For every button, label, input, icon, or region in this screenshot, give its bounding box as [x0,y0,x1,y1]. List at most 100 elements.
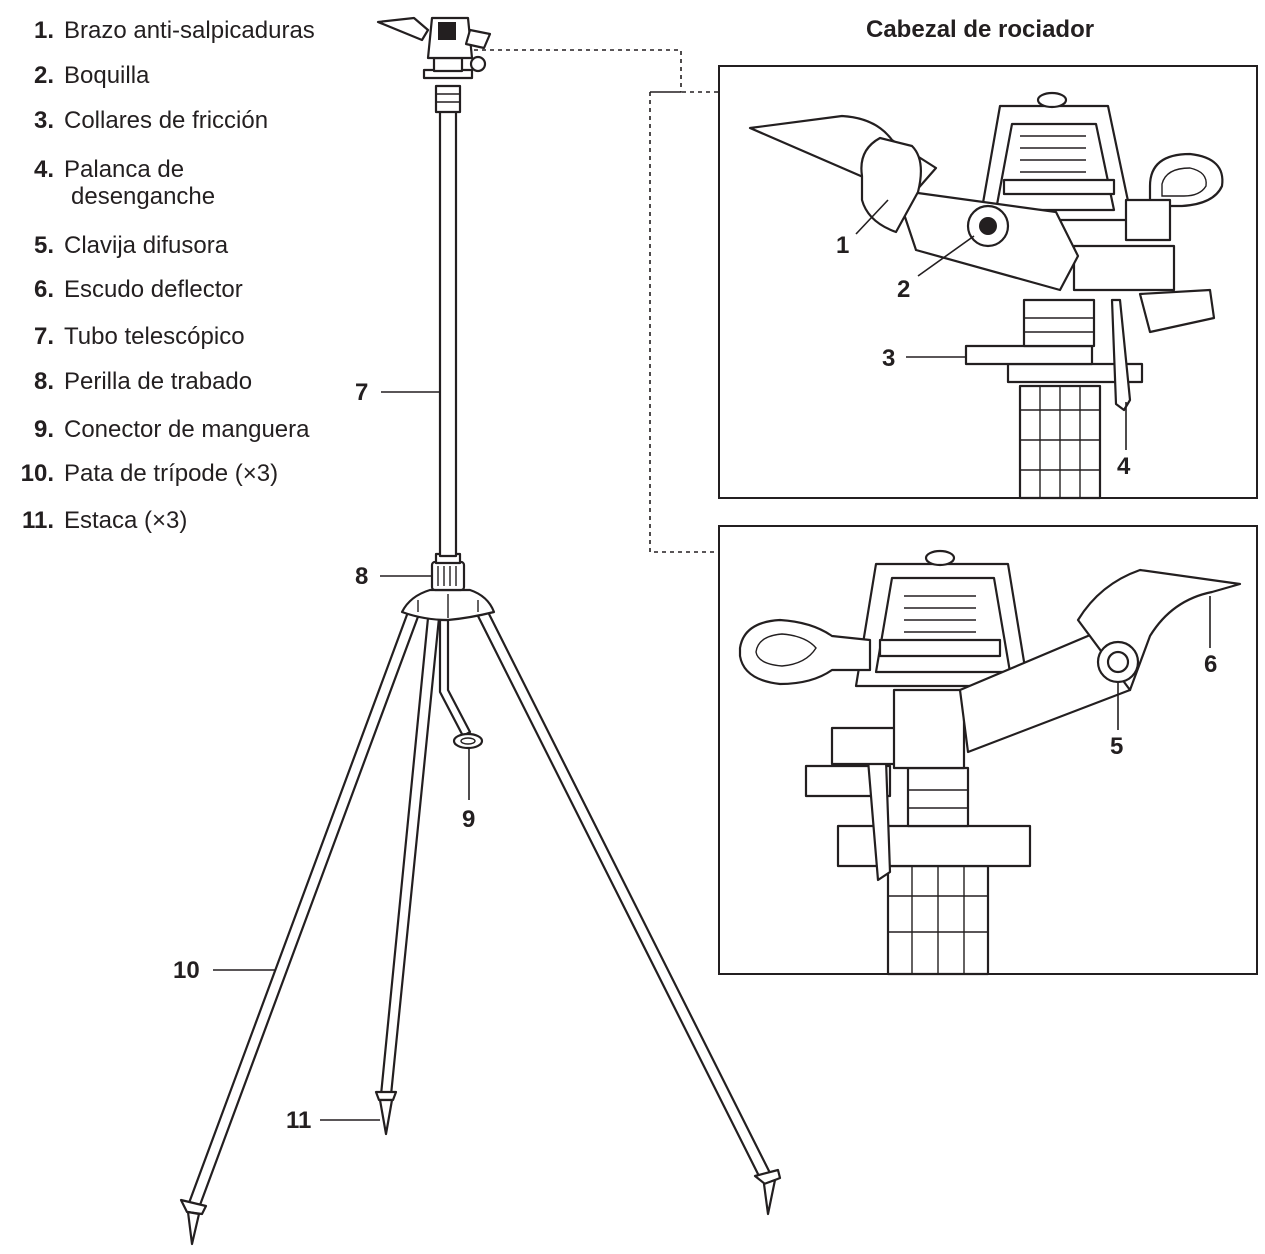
legend-item: 9. Conector de manguera [0,416,370,443]
arm-body [892,688,966,770]
head-lever [469,55,487,73]
counterweight-loop-inner [755,633,817,667]
trip-bracket [1138,288,1216,334]
legend-item: 2. Boquilla [0,62,370,89]
legend-label: Collares de fricción [64,107,269,134]
tripod-hub-detail [417,594,479,618]
hose-connector-opening [460,737,476,745]
threaded-riser-detail [888,866,988,974]
callout-6: 6 [1204,651,1217,678]
callout-10: 10 [173,957,200,984]
top-bearing-cap [1036,91,1068,109]
legend-item: 7. Tubo telescópico [0,323,370,350]
legend-item: 10. Pata de trípode (×3) [0,460,370,487]
legend-number: 10. [20,460,54,487]
legend-number: 11. [21,507,54,534]
bearing-housing-detail [1024,317,1094,333]
stake-left-spike [186,1210,201,1246]
release-lever [1110,298,1132,412]
tripod-leader-lines [213,391,470,1121]
callout-9: 9 [462,806,475,833]
callout-1: 1 [836,232,849,259]
legend-label: Escudo deflector [64,276,243,303]
callout-11: 11 [286,1107,311,1134]
bearing-housing-detail [908,789,968,809]
legend-number: 5. [33,232,54,259]
inlet-pipe [438,618,472,738]
legend-number: 3. [33,107,54,134]
head-frame-inner [874,576,1012,674]
inset-bottom-sprinkler-head [738,549,1242,976]
head-loop [464,28,492,50]
legend-number: 1. [33,17,54,44]
counterweight-loop [1148,152,1224,208]
legend-label: Perilla de trabado [64,368,253,395]
legend-label: Estaca (×3) [64,507,188,534]
head-splash-arm [376,16,430,42]
nozzle-orifice [979,217,997,235]
frame-spring [904,595,976,633]
legend-label: Tubo telescópico [64,323,245,350]
legend-label: Conector de manguera [64,416,310,443]
leader-line-2 [917,235,975,277]
leader-line-1 [855,199,889,235]
callout-2: 2 [897,276,910,303]
legend-item: 6. Escudo deflector [0,276,370,303]
head-frame-inner [994,122,1116,212]
legend-number: 7. [33,323,54,350]
legend-number: 6. [33,276,54,303]
legend-number: 9. [33,416,54,443]
legend-item: 1. Brazo anti-salpicaduras [0,17,370,44]
legend-number: 4. [33,156,54,183]
stake-left [179,1198,208,1216]
head-riser-threads [436,93,460,103]
legend-label: Palanca de [64,156,185,183]
locking-knob [430,560,466,592]
stake-middle [374,1090,398,1102]
head-riser [434,84,462,114]
legend-label: Clavija difusora [64,232,229,259]
friction-collar-upper [964,344,1094,366]
head-spring [438,22,456,40]
inset-title: Cabezal de rociador [866,16,1095,43]
callout-4: 4 [1117,453,1131,480]
tripod-sprinkler-head [376,16,492,114]
legend-item: 11. Estaca (×3) [0,507,370,534]
arm-bracket [1124,198,1172,242]
inset-top-panel: 1 2 3 4 [718,65,1258,500]
locking-knob-grip [437,566,457,586]
hose-connector [452,732,484,750]
top-bearing-cap [924,549,956,567]
bearing-housing [1022,298,1096,348]
legend-label-line2: desenganche [71,183,216,210]
legend-item: 8. Perilla de trabado [0,368,370,395]
frame-spring [1020,135,1086,185]
callout-7: 7 [355,379,368,406]
legend-item: 3. Collares de fricción [0,107,370,134]
side-mechanism [1072,244,1176,292]
legend-number: 8. [33,368,54,395]
inset-bottom-leader-lines [1117,596,1211,730]
callout-3: 3 [882,345,895,372]
telescopic-tube [438,108,458,558]
inset-bottom-panel: 5 6 [718,525,1258,976]
threaded-riser-detail [1020,386,1100,498]
diffuser-pin [1106,650,1130,674]
stakes [179,1090,782,1246]
callout-8: 8 [355,563,368,590]
bearing-housing [906,766,970,828]
stake-right-spike [762,1178,777,1216]
callout-5: 5 [1110,733,1123,760]
legend-label: Boquilla [64,62,150,89]
head-collar [432,56,464,73]
friction-collar [836,824,1032,868]
legend-label: Pata de trípode (×3) [64,460,279,487]
inset-top-sprinkler-head [748,91,1224,500]
frame-crossbar [878,638,1002,658]
legend-label: Brazo anti-salpicaduras [64,17,315,44]
legend-item: 5. Clavija difusora [0,232,370,259]
detail-connector-line [474,49,718,553]
legend-number: 2. [33,62,54,89]
